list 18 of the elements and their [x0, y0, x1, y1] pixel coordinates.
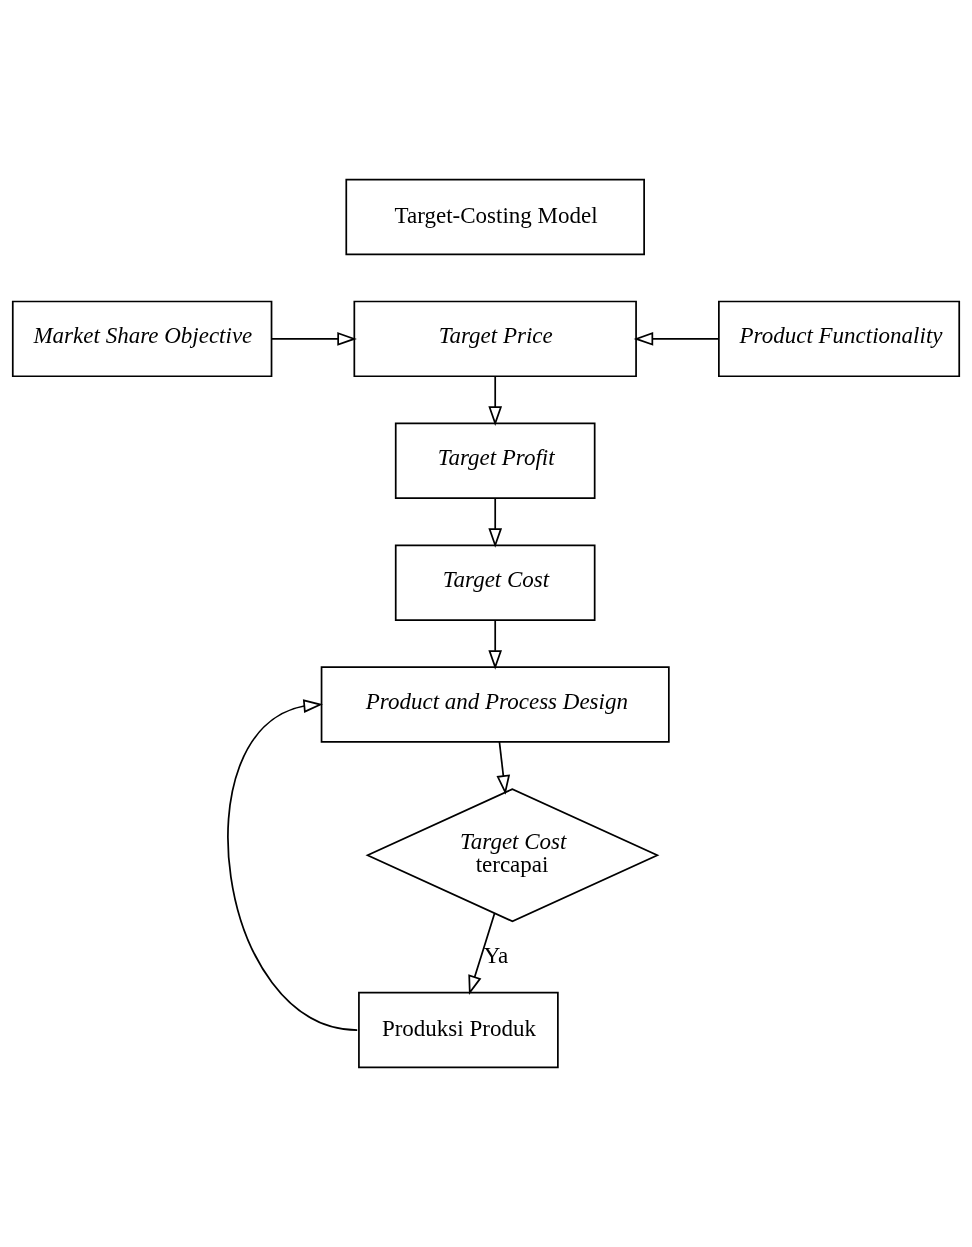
node-box: Product and Process Design [320, 666, 670, 743]
node-box: Target Profit [394, 422, 596, 499]
arrow [270, 332, 357, 346]
arrow [496, 741, 511, 795]
node-box: Market Share Objective [11, 300, 273, 378]
edge-label: Ya [483, 942, 509, 968]
node-box: Product Functionality [718, 300, 961, 378]
arrow [468, 912, 496, 996]
arrow [488, 375, 503, 426]
arrow [227, 699, 359, 1031]
node-box: Target Price [353, 300, 637, 378]
arrow [488, 619, 503, 670]
node-box: Target-Costing Model [345, 178, 645, 256]
arrow [488, 497, 503, 548]
arrow [633, 332, 720, 346]
node-box: Target Cost [394, 544, 596, 621]
node-diamond: Target Cost tercapai [365, 788, 660, 923]
node-box: Produksi Produk [358, 991, 559, 1069]
